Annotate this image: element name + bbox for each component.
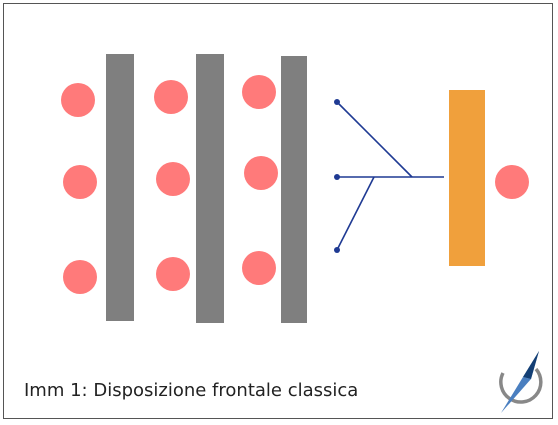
- desk-row-3: [281, 56, 307, 323]
- student-icon: [63, 260, 97, 294]
- connector-network: [336, 101, 444, 251]
- student-icon: [156, 257, 190, 291]
- student-icon: [244, 156, 278, 190]
- student-icon: [154, 80, 188, 114]
- student-icon: [242, 75, 276, 109]
- connector-endpoint: [334, 174, 340, 180]
- teacher-desk: [449, 90, 485, 266]
- desk-row-2: [196, 54, 224, 323]
- student-icon: [156, 162, 190, 196]
- compass-logo-icon: [499, 351, 543, 413]
- student-icon: [242, 251, 276, 285]
- classroom-diagram: [61, 54, 529, 323]
- connector-endpoint: [334, 247, 340, 253]
- figure-caption: Imm 1: Disposizione frontale classica: [24, 380, 359, 401]
- figure-frame: Imm 1: Disposizione frontale classica: [3, 3, 553, 419]
- student-icon: [61, 83, 95, 117]
- desk-row-1: [106, 54, 134, 321]
- connector-endpoint: [334, 99, 340, 105]
- teacher-icon: [495, 165, 529, 199]
- student-icon: [63, 165, 97, 199]
